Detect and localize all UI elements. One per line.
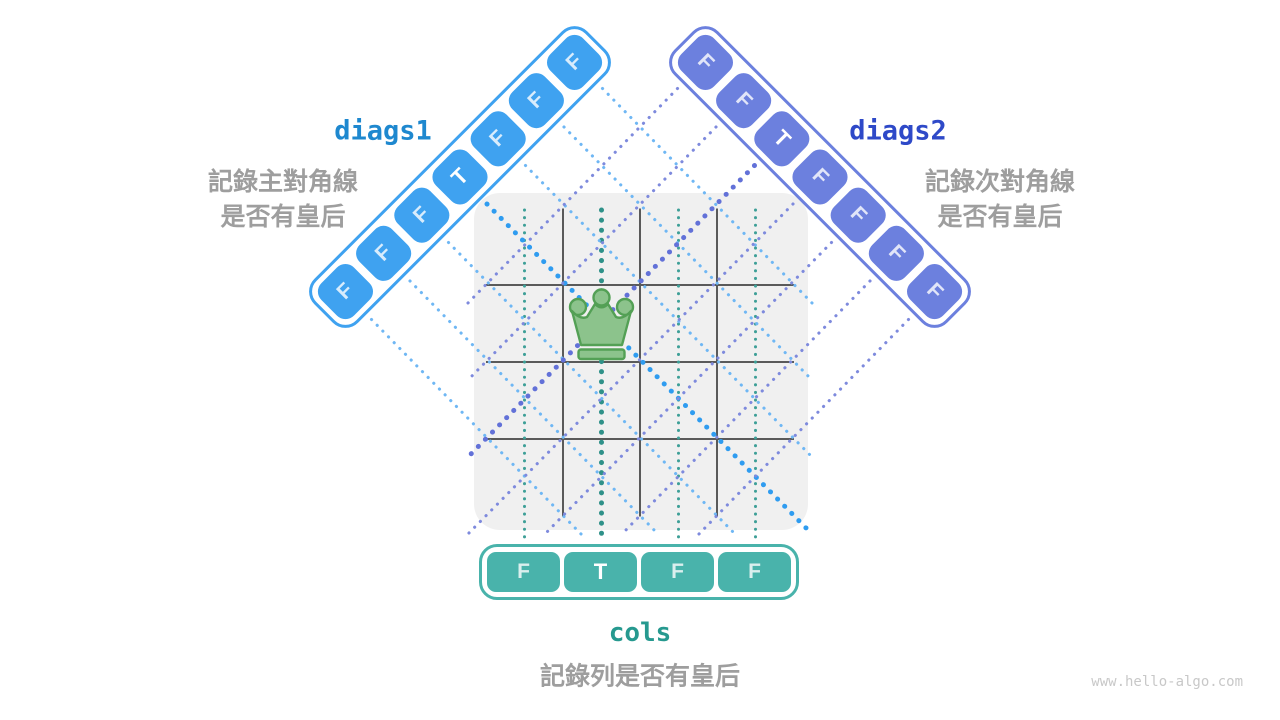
diags1-caption-line2: 是否有皇后 — [220, 203, 346, 231]
cols-caption: 記錄列是否有皇后 — [539, 662, 741, 691]
diags1-cell-value: F — [370, 240, 396, 266]
diags2-caption-line2: 是否有皇后 — [937, 203, 1063, 231]
diags1-cell-value: F — [561, 49, 587, 75]
anti-diagonal-dotted-line — [466, 125, 718, 382]
diags1-cell-value: F — [332, 278, 358, 304]
diags1-caption-line1: 記錄主對角線 — [207, 168, 359, 196]
diags2-cell-value: F — [845, 202, 872, 228]
diags2-label: diags2 — [849, 115, 947, 147]
cols-cell-value: F — [671, 560, 684, 583]
diags1-cell-value: F — [523, 87, 549, 113]
diags2-cell-value: F — [807, 163, 834, 190]
diags1-cell-value: F — [485, 125, 511, 152]
main-diagonal-dotted-line — [523, 163, 814, 459]
cols-cell-value: T — [593, 559, 608, 584]
main-diagonal-dotted-line-queen — [484, 201, 815, 537]
anti-diagonal-dotted-line — [697, 317, 911, 536]
cols-cell-1: T — [564, 552, 637, 592]
cols-label: cols — [608, 618, 672, 648]
diags2-caption: 記錄次對角線 是否有皇后 — [925, 165, 1075, 235]
anti-diagonal-dotted-line — [466, 86, 680, 305]
cols-array: F T F F — [479, 544, 799, 600]
diags2-cell-value: F — [884, 240, 910, 266]
diags2-cell-value: T — [768, 124, 796, 153]
main-diagonal-dotted-line — [408, 279, 660, 536]
diags2-cell-value: F — [922, 278, 948, 304]
main-diagonal-dotted-line — [446, 240, 737, 536]
diags1-label: diags1 — [334, 115, 432, 147]
diags1-cell-value: F — [408, 202, 435, 228]
main-diagonal-dotted-line — [562, 125, 814, 382]
cols-cell-value: F — [517, 560, 530, 583]
diags2-caption-line1: 記錄次對角線 — [924, 168, 1076, 196]
main-diagonal-dotted-line — [600, 86, 814, 305]
cols-cell-3: F — [718, 552, 791, 592]
diags2-cell-value: F — [731, 87, 757, 113]
cols-cell-2: F — [641, 552, 714, 592]
diags1-cell-value: T — [446, 163, 474, 191]
diags2-cell-value: F — [693, 49, 719, 75]
queen-icon — [568, 288, 635, 361]
watermark: www.hello-algo.com — [1091, 674, 1243, 690]
diags1-caption: 記錄主對角線 是否有皇后 — [208, 165, 358, 235]
main-diagonal-dotted-line — [369, 317, 583, 536]
cols-cell-value: F — [748, 560, 761, 583]
anti-diagonal-dotted-line — [620, 279, 872, 536]
cols-cell-0: F — [487, 552, 560, 592]
anti-diagonal-dotted-line — [543, 240, 834, 536]
